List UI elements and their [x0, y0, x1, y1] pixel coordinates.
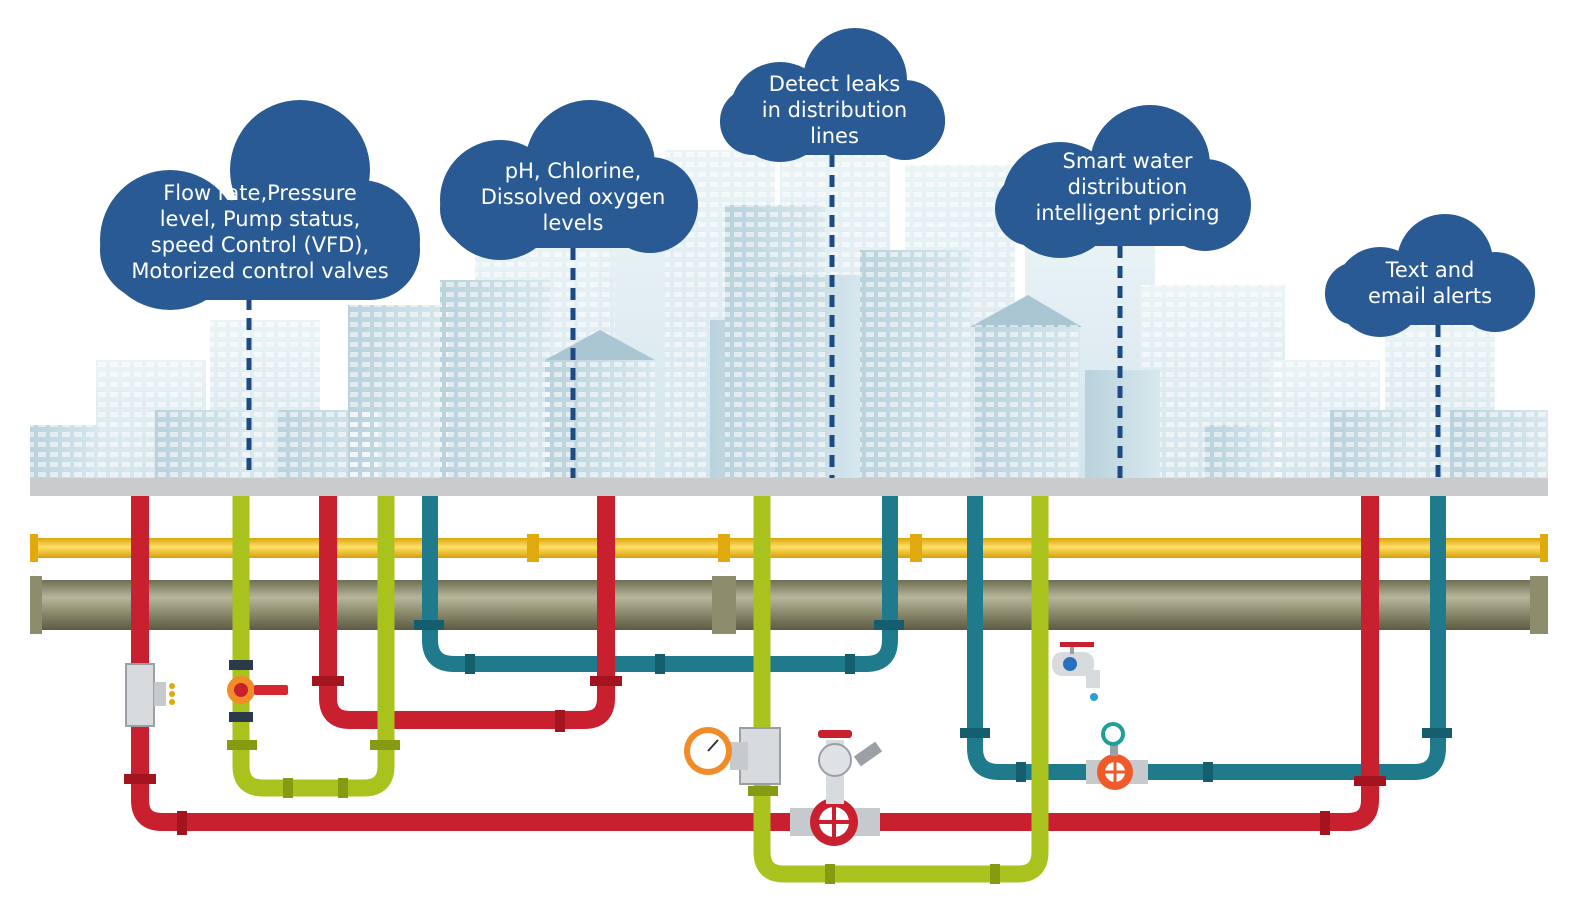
cloud-alerts [1325, 214, 1535, 337]
cloud-flow [100, 100, 420, 310]
cloud-line: lines [810, 124, 859, 148]
cloud-line: distribution [1067, 175, 1188, 199]
cloud-line: level, Pump status, [159, 207, 361, 231]
yellow-gas-pipe [30, 534, 1548, 562]
foreground-buildings [30, 205, 1548, 480]
cloud-line: Detect leaks [768, 72, 901, 96]
cloud-shapes [100, 28, 1535, 337]
cloud-line: Dissolved oxygen [480, 185, 666, 209]
cloud-label-quality: pH, Chlorine, Dissolved oxygen levels [448, 158, 698, 236]
pressure-gauge-icon [684, 727, 781, 785]
ball-valve-icon [227, 660, 288, 722]
gauge-valve-icon [1086, 722, 1148, 790]
cloud-label-flow: Flow rate,Pressure level, Pump status, s… [110, 180, 410, 284]
cloud-quality [440, 100, 698, 260]
cloud-line: pH, Chlorine, [504, 159, 642, 183]
cloud-line: email alerts [1367, 284, 1493, 308]
cloud-line: in distribution [761, 98, 908, 122]
cloud-pricing [995, 105, 1251, 258]
cloud-line: Flow rate,Pressure [163, 181, 357, 205]
valve-wheel-icon [790, 730, 883, 846]
cloud-label-leaks: Detect leaks in distribution lines [722, 71, 947, 149]
cloud-line: intelligent pricing [1035, 201, 1220, 225]
cloud-line: levels [542, 211, 604, 235]
cloud-line: speed Control (VFD), [150, 233, 370, 257]
teal-pipe-network [422, 496, 1446, 780]
cloud-connectors [246, 155, 1441, 480]
cloud-leaks [720, 28, 945, 162]
cloud-line: Motorized control valves [131, 259, 389, 283]
ground-slab [30, 478, 1548, 496]
tee-fitting [125, 663, 175, 727]
pipe-couplings [124, 620, 1452, 884]
green-pipe-network [232, 496, 1049, 883]
main-water-pipe [30, 576, 1548, 634]
cloud-line: Smart water [1062, 149, 1193, 173]
cloud-line: Text and [1385, 258, 1475, 282]
cloud-label-alerts: Text and email alerts [1325, 257, 1535, 309]
cloud-label-pricing: Smart water distribution intelligent pri… [1000, 148, 1255, 226]
faucet-icon [1052, 642, 1100, 701]
